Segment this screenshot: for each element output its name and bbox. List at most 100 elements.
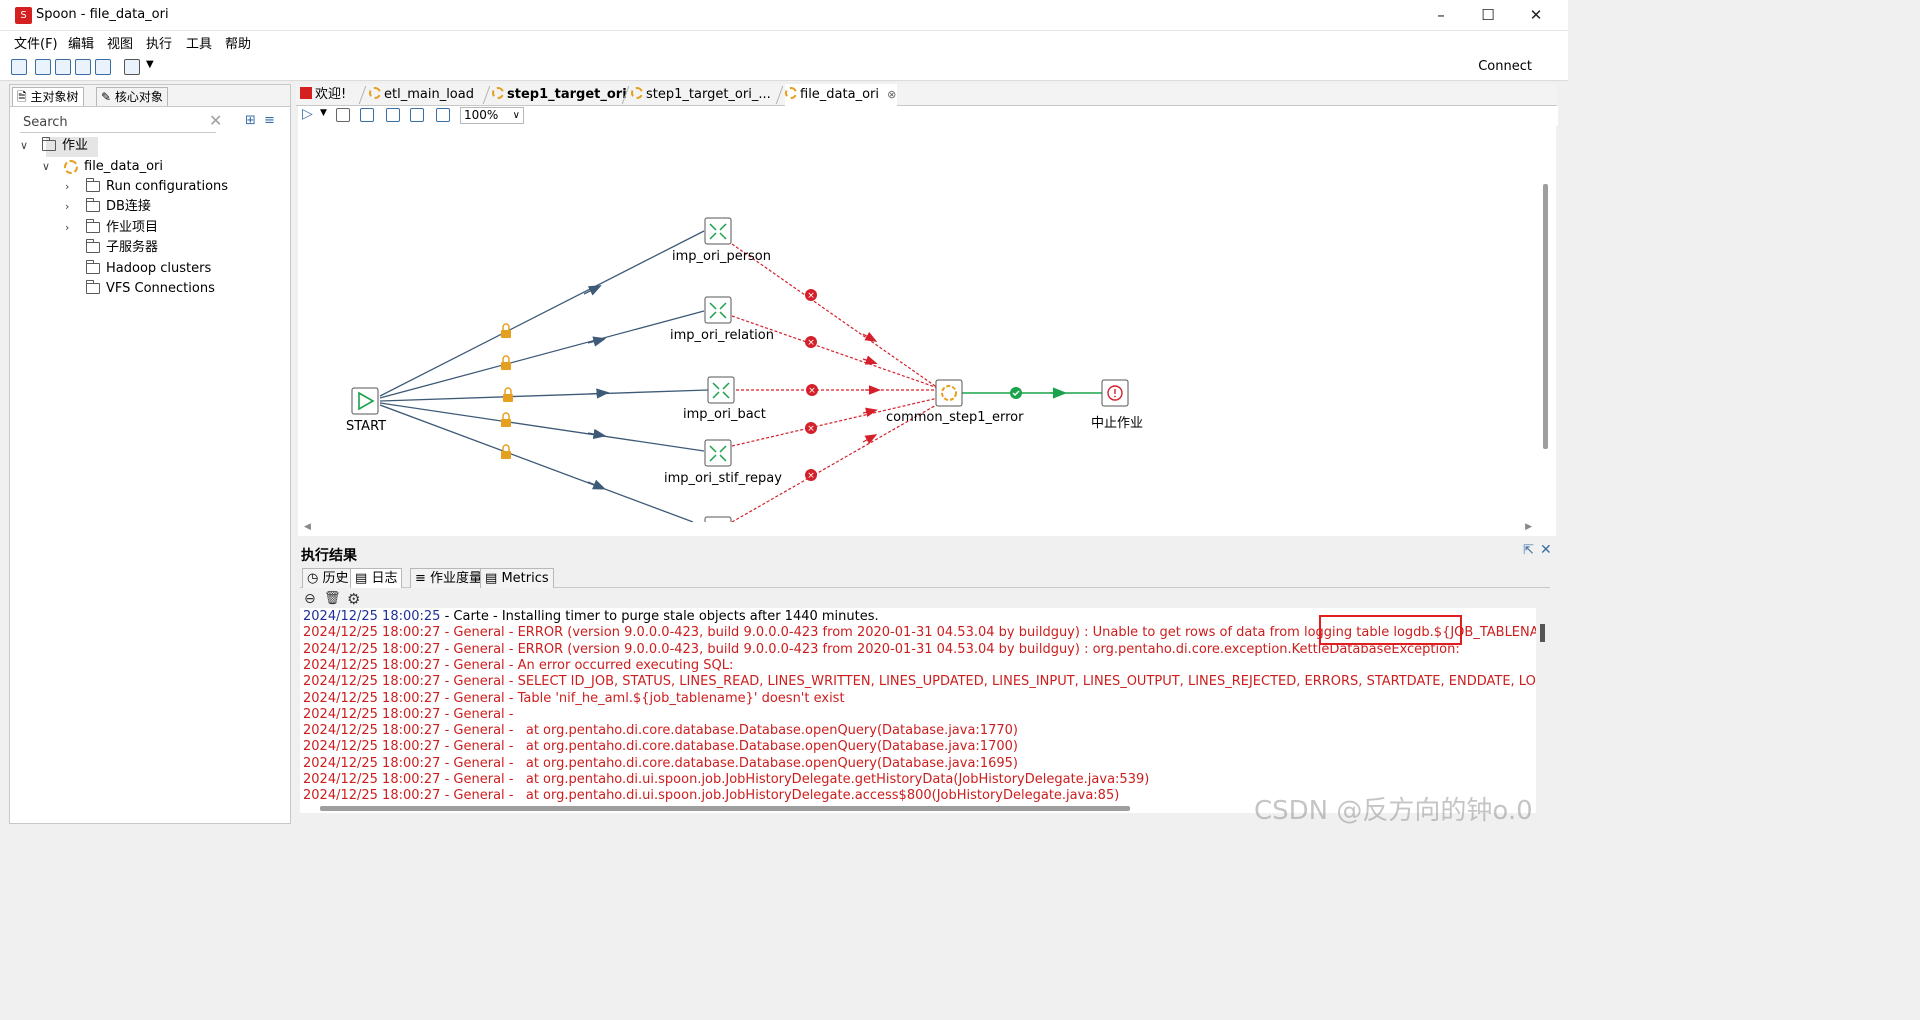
tree-item-job-entries[interactable]: › 作业项目 xyxy=(65,218,285,238)
log-message: - General - at org.pentaho.di.core.datab… xyxy=(440,755,1018,771)
log-message: - General - at org.pentaho.di.core.datab… xyxy=(440,723,1018,739)
tab-job-metrics[interactable]: ≡ 作业度量 xyxy=(410,568,488,588)
scrollbar-thumb[interactable] xyxy=(1543,184,1548,449)
chevron-down-icon[interactable]: ∨ xyxy=(20,139,29,152)
run-icon[interactable]: ▷ xyxy=(302,106,313,122)
replay-icon[interactable] xyxy=(360,108,374,122)
imp-ori-person-node[interactable] xyxy=(704,217,732,245)
scrollbar-thumb[interactable] xyxy=(320,806,1130,811)
zoom-select[interactable]: 100% ∨ xyxy=(460,107,524,124)
document-tabs: 欢迎! etl_main_load step1_target_ori step1… xyxy=(296,84,1557,106)
minimize-icon[interactable]: – xyxy=(1437,6,1445,24)
save-as-icon[interactable] xyxy=(95,59,111,75)
tab-metrics[interactable]: ▤ Metrics xyxy=(480,568,554,588)
imp-ori-relation-node[interactable] xyxy=(704,296,732,324)
search-input[interactable]: Search xyxy=(20,113,216,133)
log-timestamp: 2024/12/25 18:00:27 xyxy=(303,755,441,771)
connect-button[interactable]: Connect xyxy=(1478,59,1532,74)
canvas-horizontal-scrollbar[interactable]: ◀ ▶ xyxy=(298,522,1538,536)
chevron-down-icon[interactable]: ∨ xyxy=(42,160,51,173)
close-panel-icon[interactable]: ✕ xyxy=(1540,542,1552,558)
scroll-left-icon[interactable]: ◀ xyxy=(304,522,311,532)
chevron-down-icon[interactable]: ∨ xyxy=(512,110,520,121)
tree-item-hadoop-clusters[interactable]: Hadoop clusters xyxy=(65,259,285,279)
success-hop[interactable] xyxy=(962,387,1102,399)
tab-log[interactable]: ▤ 日志 xyxy=(350,568,403,588)
start-node[interactable] xyxy=(351,387,379,415)
imp-ori-bact-node[interactable] xyxy=(707,376,735,404)
hop-start-bact[interactable] xyxy=(379,388,709,402)
log-line: 2024/12/25 18:00:25 - Carte - Installing… xyxy=(303,609,879,625)
tab-view[interactable]: 🗎 主对象树 xyxy=(12,87,84,106)
hop-start-stif[interactable] xyxy=(379,402,705,452)
abort-job-node[interactable] xyxy=(1101,379,1129,407)
log-vertical-scroll-thumb[interactable] xyxy=(1540,624,1545,642)
menu-view[interactable]: 视图 xyxy=(107,37,134,52)
tab-design-label: 核心对象 xyxy=(114,90,163,104)
maximize-icon[interactable]: ☐ xyxy=(1481,6,1495,24)
hop-start-next[interactable] xyxy=(379,404,694,522)
failure-icons: × × × × × xyxy=(805,289,818,481)
tab-design[interactable]: ✎ 核心对象 xyxy=(96,87,168,106)
close-icon[interactable]: ✕ xyxy=(1529,6,1543,24)
tree-item-run-configurations[interactable]: › Run configurations xyxy=(65,177,285,197)
chevron-right-icon[interactable]: › xyxy=(65,200,70,213)
menu-help[interactable]: 帮助 xyxy=(225,37,252,52)
tree-item-db-connections[interactable]: › DB连接 xyxy=(65,197,285,217)
tab-separator xyxy=(482,86,491,104)
open-file-icon[interactable] xyxy=(35,59,51,75)
menu-edit[interactable]: 编辑 xyxy=(68,37,95,52)
common-step1-error-node[interactable] xyxy=(935,379,963,407)
tab-step1-target-ori[interactable]: step1_target_ori xyxy=(492,84,627,106)
chevron-down-icon[interactable]: ▼ xyxy=(146,59,154,70)
tab-history[interactable]: ◷ 历史 xyxy=(302,568,354,588)
check-job-icon[interactable] xyxy=(386,108,400,122)
tree-item-label: file_data_ori xyxy=(84,159,163,174)
new-file-icon[interactable] xyxy=(11,59,27,75)
tree-item-label: Run configurations xyxy=(106,179,229,194)
hop-start-relation[interactable] xyxy=(379,310,705,399)
log-text-area[interactable]: 2024/12/25 18:00:25 - Carte - Installing… xyxy=(300,608,1536,803)
tree-item-jobs[interactable]: ∨ 作业 xyxy=(20,136,280,156)
tab-welcome[interactable]: 欢迎! xyxy=(300,84,346,106)
layers-icon[interactable] xyxy=(124,59,140,75)
collapse-all-icon[interactable]: ⊞ xyxy=(245,113,256,128)
maximize-panel-icon[interactable]: ⇱ xyxy=(1523,543,1534,558)
trash-icon[interactable]: 🗑 xyxy=(324,591,341,606)
menu-file[interactable]: 文件(F) xyxy=(14,37,58,52)
expand-all-icon[interactable]: ≡ xyxy=(264,113,275,128)
tab-file-data-ori[interactable]: file_data_ori ⊗ xyxy=(785,84,897,106)
chevron-down-icon[interactable]: ▼ xyxy=(320,108,327,118)
tree-item-label: 作业 xyxy=(62,138,89,153)
save-icon[interactable] xyxy=(75,59,91,75)
chevron-right-icon[interactable]: › xyxy=(65,180,70,193)
log-message: - General - at org.pentaho.di.ui.spoon.j… xyxy=(440,772,1150,787)
scroll-right-icon[interactable]: ▶ xyxy=(1525,522,1532,532)
impact-analysis-icon[interactable] xyxy=(410,108,424,122)
chevron-right-icon[interactable]: › xyxy=(65,221,70,234)
minus-circle-icon[interactable]: ⊖ xyxy=(304,591,316,607)
tab-etl-main-load[interactable]: etl_main_load xyxy=(369,84,474,106)
tree-item-slave-servers[interactable]: 子服务器 xyxy=(65,238,285,258)
tab-step1-target-ori-2[interactable]: step1_target_ori_... xyxy=(631,84,771,106)
imp-ori-stif-repay-node[interactable] xyxy=(704,439,732,467)
close-tab-icon[interactable]: ⊗ xyxy=(887,88,897,101)
failure-hops[interactable] xyxy=(731,243,939,522)
stop-icon[interactable] xyxy=(336,108,350,122)
sql-icon[interactable] xyxy=(436,108,450,122)
tree-item-job-file-data-ori[interactable]: ∨ file_data_ori xyxy=(42,157,282,177)
log-horizontal-scrollbar[interactable] xyxy=(300,803,1536,813)
menu-tools[interactable]: 工具 xyxy=(186,37,213,52)
clear-search-icon[interactable]: ✕ xyxy=(209,111,223,130)
svg-text:×: × xyxy=(807,291,815,301)
pencil-icon: ✎ xyxy=(101,90,112,104)
canvas-vertical-scrollbar[interactable] xyxy=(1538,126,1556,536)
gear-icon[interactable]: ⚙ xyxy=(347,590,361,608)
partial-node[interactable] xyxy=(704,516,732,522)
job-canvas[interactable]: × × × × × xyxy=(298,126,1538,522)
menu-run[interactable]: 执行 xyxy=(146,37,173,52)
hop-start-person[interactable] xyxy=(379,230,705,397)
tree-item-label: VFS Connections xyxy=(106,281,215,296)
tree-item-vfs-connections[interactable]: VFS Connections xyxy=(65,279,285,299)
explore-repository-icon[interactable] xyxy=(55,59,71,75)
